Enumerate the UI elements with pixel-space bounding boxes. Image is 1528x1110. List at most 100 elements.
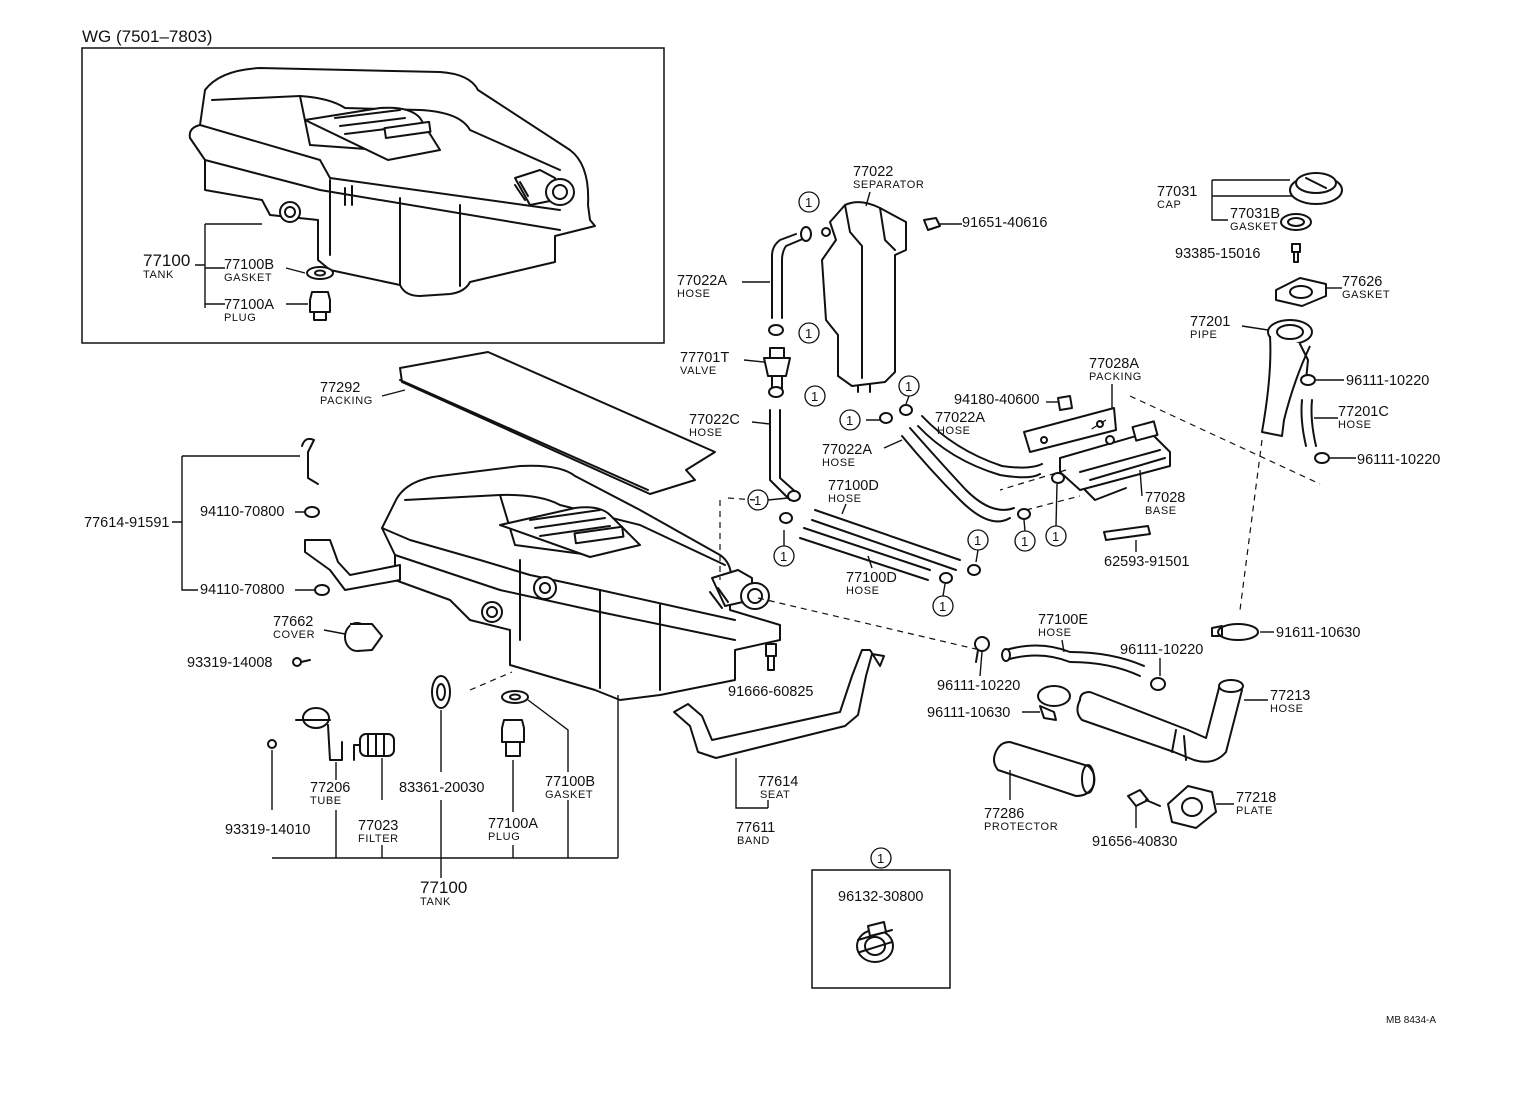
part-77626-name: GASKET	[1342, 289, 1390, 301]
part-77611-name: BAND	[737, 835, 770, 847]
tank-bracket-left	[304, 539, 401, 591]
svg-text:1: 1	[811, 389, 818, 404]
part-62593-num: 62593-91501	[1104, 554, 1189, 570]
part-77100-bot-num: 77100	[420, 878, 467, 897]
part-77100d-1-num: 77100D	[828, 478, 879, 494]
part-91666-num: 91666-60825	[728, 684, 813, 700]
cover-shape	[344, 622, 383, 652]
gasket-bottom-shape	[501, 690, 529, 704]
part-77614-num: 77614	[758, 774, 798, 790]
part-77100b-top-name: GASKET	[224, 272, 272, 284]
part-77100b-top-num: 77100B	[224, 257, 274, 273]
variant-title: WG (7501–7803)	[82, 27, 212, 46]
part-83361-num: 83361-20030	[399, 780, 484, 796]
svg-text:1: 1	[1052, 529, 1059, 544]
valve-shape	[763, 347, 791, 389]
part-77213-num: 77213	[1270, 688, 1310, 704]
part-77100d-1-name: HOSE	[828, 493, 862, 505]
part-94110-a-num: 94110-70800	[200, 504, 284, 520]
part-96111-d-num: 96111-10220	[937, 678, 1020, 694]
part-77028-num: 77028	[1145, 490, 1185, 506]
part-77031-num: 77031	[1157, 184, 1197, 200]
part-77022a-1-name: HOSE	[677, 288, 711, 300]
part-77218-name: PLATE	[1236, 805, 1273, 817]
part-77022c-num: 77022C	[689, 412, 740, 428]
clip-96132-shape	[856, 921, 894, 963]
base-packing-shape	[1023, 407, 1171, 501]
diagram-code: MB 8434-A	[1386, 1015, 1436, 1026]
svg-text:1: 1	[974, 533, 981, 548]
strip-62593-shape	[1103, 525, 1151, 541]
part-91651-num: 91651-40616	[962, 215, 1047, 231]
plug-bottom-shape	[501, 719, 525, 757]
separator-shape	[821, 201, 907, 393]
svg-text:1: 1	[1021, 534, 1028, 549]
inset-tank-illustration	[188, 67, 596, 297]
plate-77218-shape	[1167, 785, 1217, 829]
part-77028-name: BASE	[1145, 505, 1177, 517]
part-77022-num: 77022	[853, 164, 893, 180]
tube-shape	[295, 707, 343, 761]
part-93319-14008-num: 93319-14008	[187, 655, 272, 671]
part-94180-num: 94180-40600	[954, 392, 1039, 408]
part-77100b-bot-name: GASKET	[545, 789, 593, 801]
part-77023-num: 77023	[358, 818, 398, 834]
bolt-91666-shape	[765, 643, 777, 671]
gasket-83361-shape	[431, 675, 451, 709]
packing-sheet-shape	[399, 351, 716, 495]
part-77028a-name: PACKING	[1089, 371, 1142, 383]
part-77201c-name: HOSE	[1338, 419, 1372, 431]
part-96111-10630-num: 96111-10630	[927, 705, 1010, 721]
svg-text:1: 1	[939, 599, 946, 614]
part-77206-num: 77206	[310, 780, 350, 796]
inset-gasket-shape	[306, 266, 334, 280]
part-77023-name: FILTER	[358, 833, 399, 845]
gasket-77626-shape	[1275, 277, 1327, 307]
part-96111-a-num: 96111-10220	[1346, 373, 1429, 389]
svg-text:1: 1	[905, 379, 912, 394]
part-77662-name: COVER	[273, 629, 315, 641]
clip-legend-marker	[870, 847, 892, 869]
part-77292-num: 77292	[320, 380, 360, 396]
part-77218-num: 77218	[1236, 790, 1276, 806]
part-77100a-top-name: PLUG	[224, 312, 256, 324]
part-77286-num: 77286	[984, 806, 1024, 822]
part-77100d-2-name: HOSE	[846, 585, 880, 597]
part-77201c-num: 77201C	[1338, 404, 1389, 420]
part-77292-name: PACKING	[320, 395, 373, 407]
protector-shape	[993, 741, 1096, 797]
part-77626-num: 77626	[1342, 274, 1382, 290]
clip-legend-frame	[811, 869, 951, 989]
part-77100d-2-num: 77100D	[846, 570, 897, 586]
part-77100-bot-name: TANK	[420, 896, 451, 908]
inset-frame	[81, 47, 665, 344]
part-77022a-2-num: 77022A	[935, 410, 985, 426]
part-77614-91591-num: 77614-91591	[84, 515, 169, 531]
part-77662-num: 77662	[273, 614, 313, 630]
part-77614-name: SEAT	[760, 789, 790, 801]
part-77022a-1-num: 77022A	[677, 273, 727, 289]
svg-text:1: 1	[877, 851, 884, 866]
part-77100-top-name: TANK	[143, 269, 174, 281]
svg-text:1: 1	[846, 413, 853, 428]
part-77022c-name: HOSE	[689, 427, 723, 439]
part-77022a-2-name: HOSE	[937, 425, 971, 437]
part-77701t-num: 77701T	[680, 350, 729, 366]
part-77031b-num: 77031B	[1230, 206, 1280, 222]
hose-clips	[768, 226, 1065, 584]
part-77100e-name: HOSE	[1038, 627, 1072, 639]
part-77286-name: PROTECTOR	[984, 821, 1058, 833]
part-77022a-3-num: 77022A	[822, 442, 872, 458]
part-96111-b-num: 96111-10220	[1357, 452, 1440, 468]
part-77031b-name: GASKET	[1230, 221, 1278, 233]
part-77100e-num: 77100E	[1038, 612, 1088, 628]
part-77201-name: PIPE	[1190, 329, 1217, 341]
part-91611-num: 91611-10630	[1276, 625, 1360, 641]
part-77100a-bot-num: 77100A	[488, 816, 538, 832]
part-77028a-num: 77028A	[1089, 356, 1139, 372]
svg-text:1: 1	[805, 195, 812, 210]
part-77206-name: TUBE	[310, 795, 342, 807]
filler-hose-77213-shape	[1076, 679, 1244, 763]
main-tank-illustration	[381, 464, 781, 701]
